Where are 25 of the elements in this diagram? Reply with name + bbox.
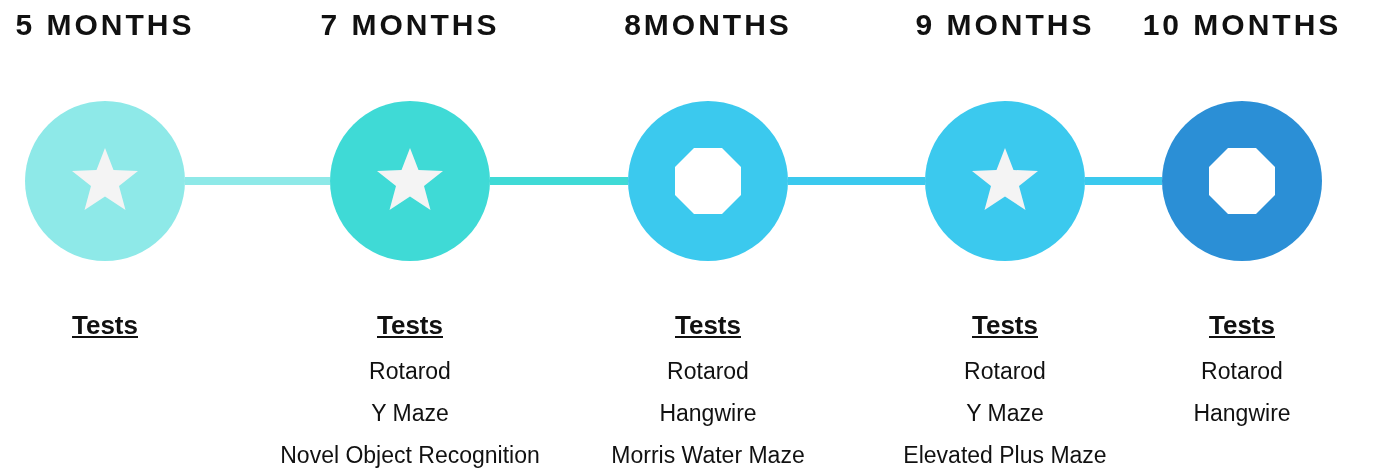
test-name: Rotarod <box>667 358 749 385</box>
test-name: Rotarod <box>1201 358 1283 385</box>
test-name: Y Maze <box>371 400 449 427</box>
section-heading: Tests <box>972 310 1038 341</box>
test-name: Rotarod <box>964 358 1046 385</box>
month-heading: 8MONTHS <box>624 8 792 42</box>
connector-line <box>490 177 628 185</box>
connector-line <box>788 177 925 185</box>
month-heading: 9 MONTHS <box>915 8 1095 42</box>
test-name: Hangwire <box>659 400 757 427</box>
test-name: Rotarod <box>369 358 451 385</box>
section-heading: Tests <box>1209 310 1275 341</box>
month-heading: 7 MONTHS <box>320 8 500 42</box>
connector-line <box>185 177 330 185</box>
test-name: Y Maze <box>966 400 1044 427</box>
test-name: Elevated Plus Maze <box>903 442 1107 469</box>
test-name: Hangwire <box>1193 400 1291 427</box>
section-heading: Tests <box>675 310 741 341</box>
section-heading: Tests <box>377 310 443 341</box>
test-name: Novel Object Recognition <box>280 442 540 469</box>
section-heading: Tests <box>72 310 138 341</box>
connector-line <box>1085 177 1162 185</box>
month-heading: 10 MONTHS <box>1142 8 1342 42</box>
test-name: Morris Water Maze <box>611 442 805 469</box>
month-heading: 5 MONTHS <box>15 8 195 42</box>
